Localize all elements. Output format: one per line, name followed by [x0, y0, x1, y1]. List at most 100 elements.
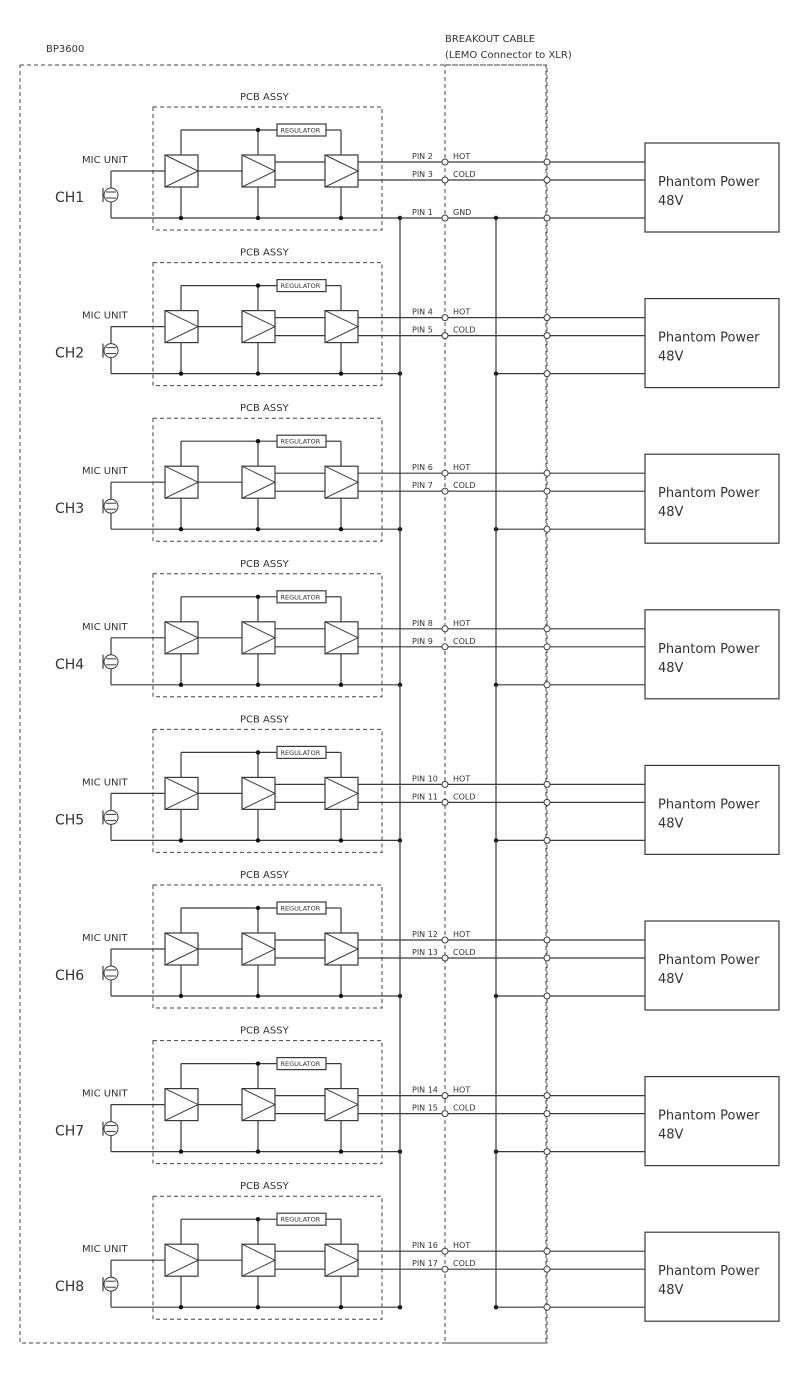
- junction-dot: [178, 993, 184, 999]
- phantom-power-label: Phantom Power: [658, 331, 760, 346]
- junction-dot: [178, 682, 184, 687]
- junction-dot: [255, 439, 261, 444]
- regulator-box: [276, 901, 327, 915]
- pcb-assy-boundary: [152, 417, 383, 542]
- junction-dot: [178, 1305, 184, 1310]
- mic-unit-label: MIC UNIT: [82, 155, 128, 166]
- junction-dot: [255, 905, 261, 911]
- junction-dot: [338, 838, 344, 843]
- regulator-label: REGULATOR: [281, 282, 321, 290]
- amplifier-3-triangle-icon: [324, 154, 360, 188]
- channel-label: CH7: [55, 1124, 84, 1140]
- terminal-circle: [543, 314, 551, 322]
- pcb-assy-label: PCB ASSY: [240, 1181, 290, 1192]
- device-label: BP3600: [46, 44, 84, 55]
- junction-dot: [255, 1061, 261, 1066]
- regulator-label: REGULATOR: [281, 1060, 321, 1068]
- amplifier-3-triangle-icon: [324, 310, 360, 344]
- amplifier-2-triangle-icon: [241, 465, 277, 499]
- cold-pin-label: PIN 15: [412, 1104, 438, 1113]
- terminal-circle: [543, 798, 551, 806]
- hot-pin-label: PIN 12: [412, 930, 438, 939]
- device-boundary: [19, 64, 547, 1344]
- phantom-voltage-label: 48V: [658, 194, 684, 209]
- microphone-icon: [103, 965, 119, 981]
- phantom-voltage-label: 48V: [658, 350, 684, 365]
- terminal-circle: [441, 469, 449, 477]
- terminal-circle: [543, 936, 551, 944]
- junction-dot: [338, 371, 344, 376]
- junction-dot: [255, 1149, 261, 1154]
- amplifier-1-box: [164, 621, 199, 655]
- amplifier-2-box: [241, 776, 276, 811]
- pcb-assy-label: PCB ASSY: [240, 1026, 290, 1037]
- amplifier-2-box: [241, 310, 276, 344]
- hot-label: HOT: [453, 774, 470, 783]
- phantom-power-label: Phantom Power: [658, 1264, 760, 1279]
- mic-unit-label: MIC UNIT: [82, 777, 128, 788]
- pcb-assy-boundary: [152, 573, 383, 698]
- phantom-power-box: [644, 920, 780, 1011]
- microphone-icon: [103, 809, 119, 825]
- phantom-power-label: Phantom Power: [658, 642, 760, 657]
- terminal-circle: [543, 780, 551, 788]
- mic-unit-label: MIC UNIT: [82, 622, 128, 633]
- junction-dot: [178, 371, 184, 376]
- terminal-circle: [441, 487, 449, 495]
- cold-pin-label: PIN 7: [412, 481, 433, 490]
- junction-dot: [255, 283, 261, 288]
- cold-label: COLD: [453, 1259, 476, 1268]
- terminal-circle: [543, 625, 551, 633]
- terminal-circle: [543, 158, 551, 166]
- phantom-power-box: [644, 142, 780, 233]
- amplifier-2-box: [241, 1243, 276, 1277]
- mic-unit-label: MIC UNIT: [82, 466, 128, 477]
- cold-pin-label: PIN 5: [412, 326, 433, 335]
- amplifier-3-triangle-icon: [324, 1243, 360, 1277]
- microphone-icon: [103, 498, 119, 514]
- junction-dot: [338, 682, 344, 687]
- hot-pin-label: PIN 8: [412, 619, 433, 628]
- amplifier-3-triangle-icon: [324, 465, 360, 499]
- hot-pin-label: PIN 10: [412, 774, 438, 783]
- channel-label: CH1: [55, 190, 84, 206]
- pcb-assy-boundary: [152, 1040, 383, 1165]
- regulator-label: REGULATOR: [281, 1216, 321, 1224]
- junction-dot: [338, 993, 344, 999]
- pcb-assy-boundary: [152, 884, 383, 1009]
- channel-label: CH5: [55, 812, 84, 828]
- hot-pin-label: PIN 4: [412, 308, 433, 317]
- terminal-circle: [543, 681, 551, 689]
- junction-dot: [255, 1305, 261, 1310]
- pcb-assy-label: PCB ASSY: [240, 248, 290, 259]
- regulator-label: REGULATOR: [281, 749, 321, 757]
- amplifier-3-box: [324, 932, 359, 966]
- cold-label: COLD: [453, 948, 476, 957]
- phantom-power-box: [644, 298, 780, 389]
- amplifier-1-box: [164, 932, 199, 966]
- cold-label: COLD: [453, 792, 476, 801]
- terminal-circle: [441, 214, 449, 222]
- amplifier-1-box: [164, 776, 199, 811]
- junction-dot: [255, 527, 261, 532]
- gnd-label: GND: [453, 208, 471, 217]
- terminal-circle: [441, 332, 449, 340]
- phantom-voltage-label: 48V: [658, 972, 684, 987]
- phantom-power-label: Phantom Power: [658, 797, 760, 812]
- terminal-circle: [543, 1247, 551, 1255]
- pcb-assy-label: PCB ASSY: [240, 870, 290, 881]
- amplifier-2-triangle-icon: [241, 1088, 277, 1122]
- hot-label: HOT: [453, 619, 470, 628]
- cold-label: COLD: [453, 481, 476, 490]
- microphone-icon: [103, 1276, 119, 1292]
- regulator-label: REGULATOR: [281, 905, 321, 913]
- amplifier-2-box: [241, 154, 276, 188]
- phantom-power-label: Phantom Power: [658, 1109, 760, 1124]
- amplifier-2-triangle-icon: [241, 1243, 277, 1277]
- regulator-box: [276, 1212, 327, 1226]
